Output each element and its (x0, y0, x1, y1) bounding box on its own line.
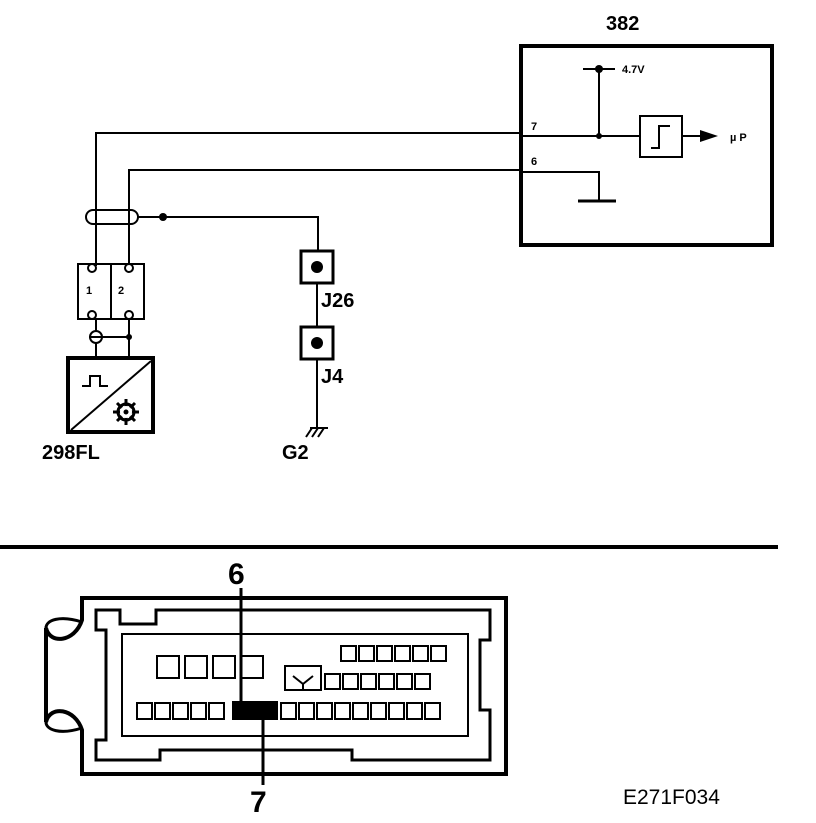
terminal-2-label: 2 (118, 285, 124, 297)
connector-shell (44, 596, 508, 776)
pin6-label: 6 (228, 558, 245, 591)
ground-g2: G2 (282, 427, 328, 464)
sensor-298fl: 298FL (42, 356, 155, 464)
pin-field-frame (121, 633, 469, 737)
sensor-box (66, 356, 155, 434)
ecu-label: 382 (606, 13, 639, 35)
wire-pin6 (128, 169, 521, 266)
highlighted-pins-6-7 (232, 701, 278, 720)
pin7-label: 7 (250, 786, 267, 818)
ecu-box (519, 44, 774, 247)
j4-label: J4 (321, 366, 344, 388)
terminal-1-label: 1 (86, 285, 92, 297)
splice-j26: J26 (299, 249, 354, 312)
ecu-pin7-label: 7 (531, 121, 537, 133)
schmitt-trigger-icon (639, 115, 683, 158)
ecu-382: 382 4.7V 7 µ P 6 (519, 13, 774, 247)
shield-drain-wire (138, 216, 319, 252)
output-arrow-icon (700, 130, 718, 142)
ecu-voltage-label: 4.7V (622, 64, 645, 76)
splice-j4: J4 (299, 325, 344, 388)
pin7-junction (596, 133, 602, 139)
ecu-output-label: µ P (730, 132, 747, 144)
connector-face-view: 6 7 (44, 558, 508, 819)
sensor-connector: 1 2 (77, 263, 145, 358)
pulse-signal-icon (82, 375, 108, 387)
shield-icon (85, 209, 139, 225)
harness-wires (85, 132, 521, 266)
ecu-pin6-label: 6 (531, 156, 537, 168)
gear-icon (113, 399, 139, 425)
g2-label: G2 (282, 442, 309, 464)
j26-label: J26 (321, 290, 354, 312)
shield-node (159, 213, 167, 221)
figure-id: E271F034 (623, 786, 720, 809)
connector-inner-outline (94, 608, 492, 762)
wire-pin7 (95, 132, 521, 266)
sensor-label: 298FL (42, 442, 100, 464)
